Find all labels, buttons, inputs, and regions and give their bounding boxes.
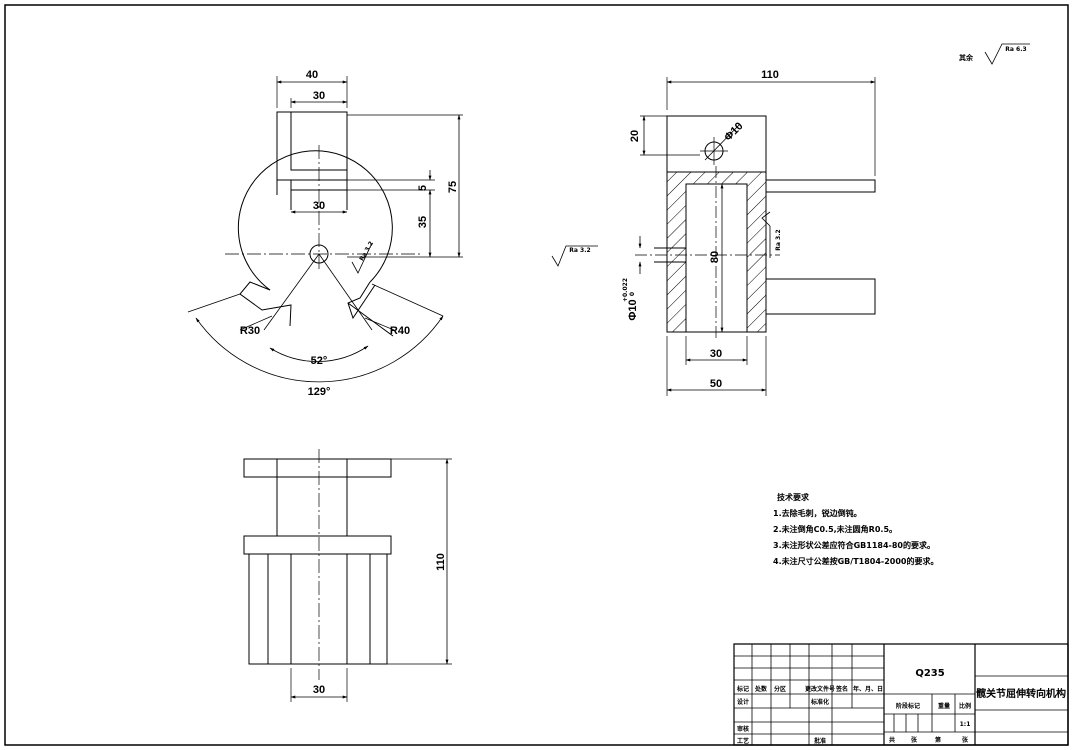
roughness-note-value: Ra 6.3 [1005,46,1026,53]
lbl-approve: 批准 [814,737,826,745]
lbl-sheets: 张 [911,736,918,744]
dim-20: 20 [629,130,641,142]
dim-110-bottom: 110 [435,553,447,571]
tol-upper: +0.022 [622,278,629,302]
tech-item-3: 3.未注形状公差应符合GB1184-80的要求。 [773,540,935,550]
dim-30-slot: 30 [313,200,325,212]
lbl-scale: 比例 [959,702,971,710]
dim-50: 50 [710,378,722,390]
lbl-stage: 阶段标记 [896,702,920,710]
lbl-weight: 重量 [938,702,950,710]
dim-30-side: 30 [710,348,722,360]
dim-75: 75 [447,181,459,193]
material: Q235 [915,668,944,679]
tech-title: 技术要求 [777,492,810,502]
dim-30-bottom: 30 [313,684,325,696]
lbl-design: 设计 [737,698,749,706]
dim-phi10-top: Φ10 [722,120,746,144]
drawing-name: 髋关节屈伸转向机构 [976,687,1066,700]
front-view [188,76,463,382]
tech-requirements: 技术要求 1.去除毛刺，锐边倒钝。 2.未注倒角C0.5,未注圆角R0.5。 3… [773,492,939,566]
lbl-review: 审核 [737,725,749,733]
lbl-standardization: 标准化 [810,698,829,706]
tol-lower: 0 [629,292,636,296]
side-view [552,77,875,396]
dim-phi10-bore: Φ10 [627,299,639,320]
lbl-process: 工艺 [737,737,749,745]
dim-r30: R30 [240,325,260,337]
hdr-change: 更改文件号 [805,685,835,693]
hdr-count: 处数 [754,685,768,693]
roughness-note: 其余 Ra 6.3 [959,44,1030,64]
lbl-page: 第 [934,736,941,744]
front-view-dims: 40 30 30 5 75 35 R30 R40 52° 129° Ra 3.2 [240,69,459,398]
lbl-sheet2: 张 [962,736,969,744]
hdr-zone: 分区 [774,685,786,693]
dim-40: 40 [306,69,318,81]
bottom-view-dims: 110 30 [313,553,447,696]
scale-value: 1:1 [960,721,971,728]
tech-item-2: 2.未注倒角C0.5,未注圆角R0.5。 [773,524,897,534]
dim-angle-129: 129° [308,386,331,398]
hdr-mark: 标记 [736,685,749,693]
dim-30-top: 30 [313,90,325,102]
title-block-text: Q235 髋关节屈伸转向机构 标记 处数 分区 更改文件号 签名 年、月、日 设… [736,668,1066,745]
dim-110-top: 110 [761,69,779,81]
roughness-right: Ra 3.2 [775,229,782,250]
dim-5: 5 [417,185,429,191]
hdr-sign: 签名 [835,685,848,693]
roughness-note-label: 其余 [959,53,974,62]
roughness-hole: Ra 3.2 [358,240,375,262]
lbl-total: 共 [889,736,895,744]
tech-item-1: 1.去除毛刺，锐边倒钝。 [773,508,862,518]
tech-item-4: 4.未注尺寸公差按GB/T1804-2000的要求。 [773,556,939,566]
frame-border [5,5,1068,745]
title-block [734,644,1068,745]
dim-35: 35 [417,216,429,228]
bottom-view [244,449,452,702]
roughness-left: Ra 3.2 [569,247,590,254]
dim-80: 80 [709,251,721,263]
dim-r40: R40 [390,325,410,337]
hdr-date: 年、月、日 [853,685,883,693]
dim-angle-52: 52° [311,355,328,367]
